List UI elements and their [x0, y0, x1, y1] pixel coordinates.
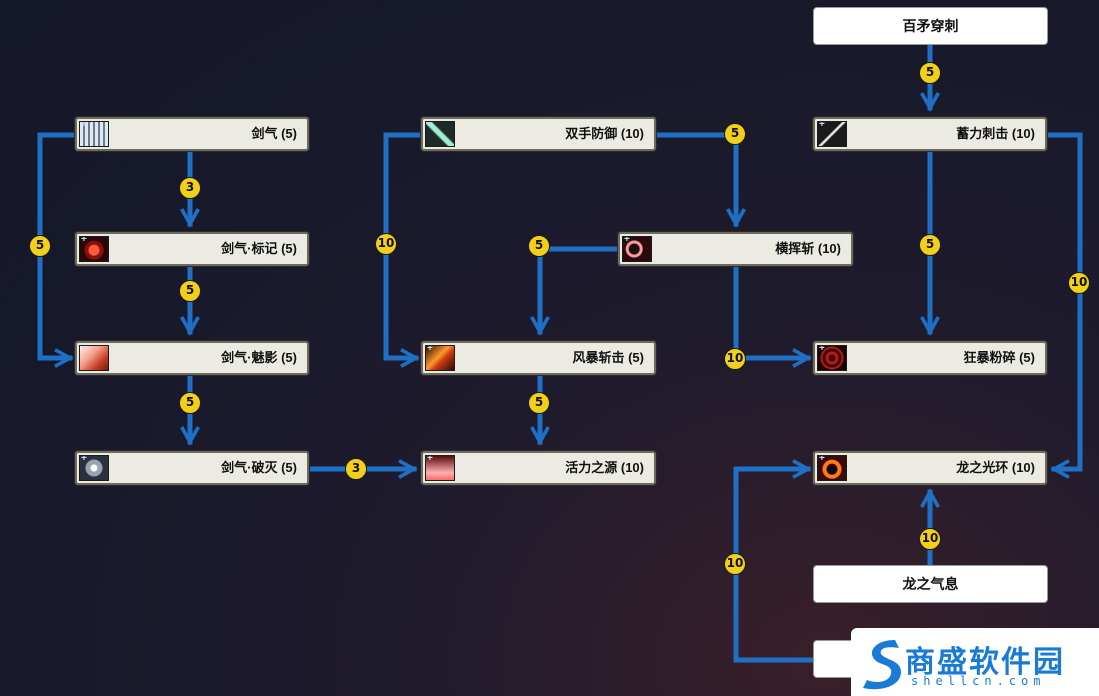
skill-node-shuangshou-fangyu[interactable]: + 双手防御 (10): [421, 117, 656, 151]
watermark-title: 商盛软件园: [905, 645, 1065, 680]
skill-node-jianqi[interactable]: + 剑气 (5): [75, 117, 309, 151]
skill-node-jianqi-pomie[interactable]: + 剑气·破灭 (5): [75, 451, 309, 485]
skill-node-huoli-zhiyuan[interactable]: + 活力之源 (10): [421, 451, 656, 485]
skill-label: 剑气·破灭 (5): [221, 460, 297, 475]
level-badge: 5: [179, 392, 201, 414]
charged-thrust-icon: +: [817, 121, 847, 147]
level-badge: 5: [919, 234, 941, 256]
level-badge: 5: [179, 280, 201, 302]
sword-rack-icon: +: [79, 121, 109, 147]
skill-node-long-zhi-qixi[interactable]: 龙之气息: [813, 565, 1048, 603]
dragon-aura-icon: +: [817, 455, 847, 481]
skill-label: 活力之源 (10): [565, 460, 644, 475]
level-badge: 3: [345, 458, 367, 480]
skill-node-long-zhi-guanghuan[interactable]: + 龙之光环 (10): [813, 451, 1047, 485]
level-badge: 5: [724, 123, 746, 145]
skill-label: 双手防御 (10): [565, 126, 644, 141]
skill-node-baimao-chuanci[interactable]: 百矛穿刺: [813, 7, 1048, 45]
crossed-swords-icon: +: [425, 121, 455, 147]
skill-node-jianqi-meiying[interactable]: + 剑气·魅影 (5): [75, 341, 309, 375]
level-badge: 5: [528, 392, 550, 414]
skill-node-fengbao-zhanji[interactable]: + 风暴斩击 (5): [421, 341, 656, 375]
watermark-subtitle: shellcn.com: [911, 674, 1046, 688]
skill-label: 风暴斩击 (5): [572, 350, 644, 365]
level-badge: 5: [29, 235, 51, 257]
watermark-logo-icon: [863, 640, 901, 690]
sweep-slash-icon: +: [622, 236, 652, 262]
skill-label: 龙之光环 (10): [956, 460, 1035, 475]
level-badge: 10: [724, 348, 746, 370]
skill-label: 剑气·标记 (5): [221, 241, 297, 256]
shuriken-burst-icon: +: [79, 455, 109, 481]
vitality-flame-icon: +: [425, 455, 455, 481]
level-badge: 10: [919, 528, 941, 550]
level-badge: 3: [179, 177, 201, 199]
level-badge: 10: [375, 233, 397, 255]
level-badge: 10: [1068, 272, 1090, 294]
watermark-banner: 商盛软件园 shellcn.com: [851, 628, 1099, 696]
skill-label: 横挥斩 (10): [775, 241, 841, 256]
skill-label: 剑气 (5): [251, 126, 297, 141]
level-badge: 5: [528, 235, 550, 257]
phantom-slash-icon: +: [79, 345, 109, 371]
skill-node-xuli-ciji[interactable]: + 蓄力刺击 (10): [813, 117, 1047, 151]
skill-node-kuangbao-fensui[interactable]: + 狂暴粉碎 (5): [813, 341, 1047, 375]
berserk-smash-icon: +: [817, 345, 847, 371]
skill-node-jianqi-biaoji[interactable]: + 剑气·标记 (5): [75, 232, 309, 266]
skill-label: 蓄力刺击 (10): [956, 126, 1035, 141]
skill-label: 狂暴粉碎 (5): [963, 350, 1035, 365]
skill-node-hengxiu-zhan[interactable]: + 横挥斩 (10): [618, 232, 853, 266]
level-badge: 10: [724, 553, 746, 575]
mark-target-icon: +: [79, 236, 109, 262]
skill-label: 剑气·魅影 (5): [221, 350, 297, 365]
storm-strike-icon: +: [425, 345, 455, 371]
level-badge: 5: [919, 62, 941, 84]
